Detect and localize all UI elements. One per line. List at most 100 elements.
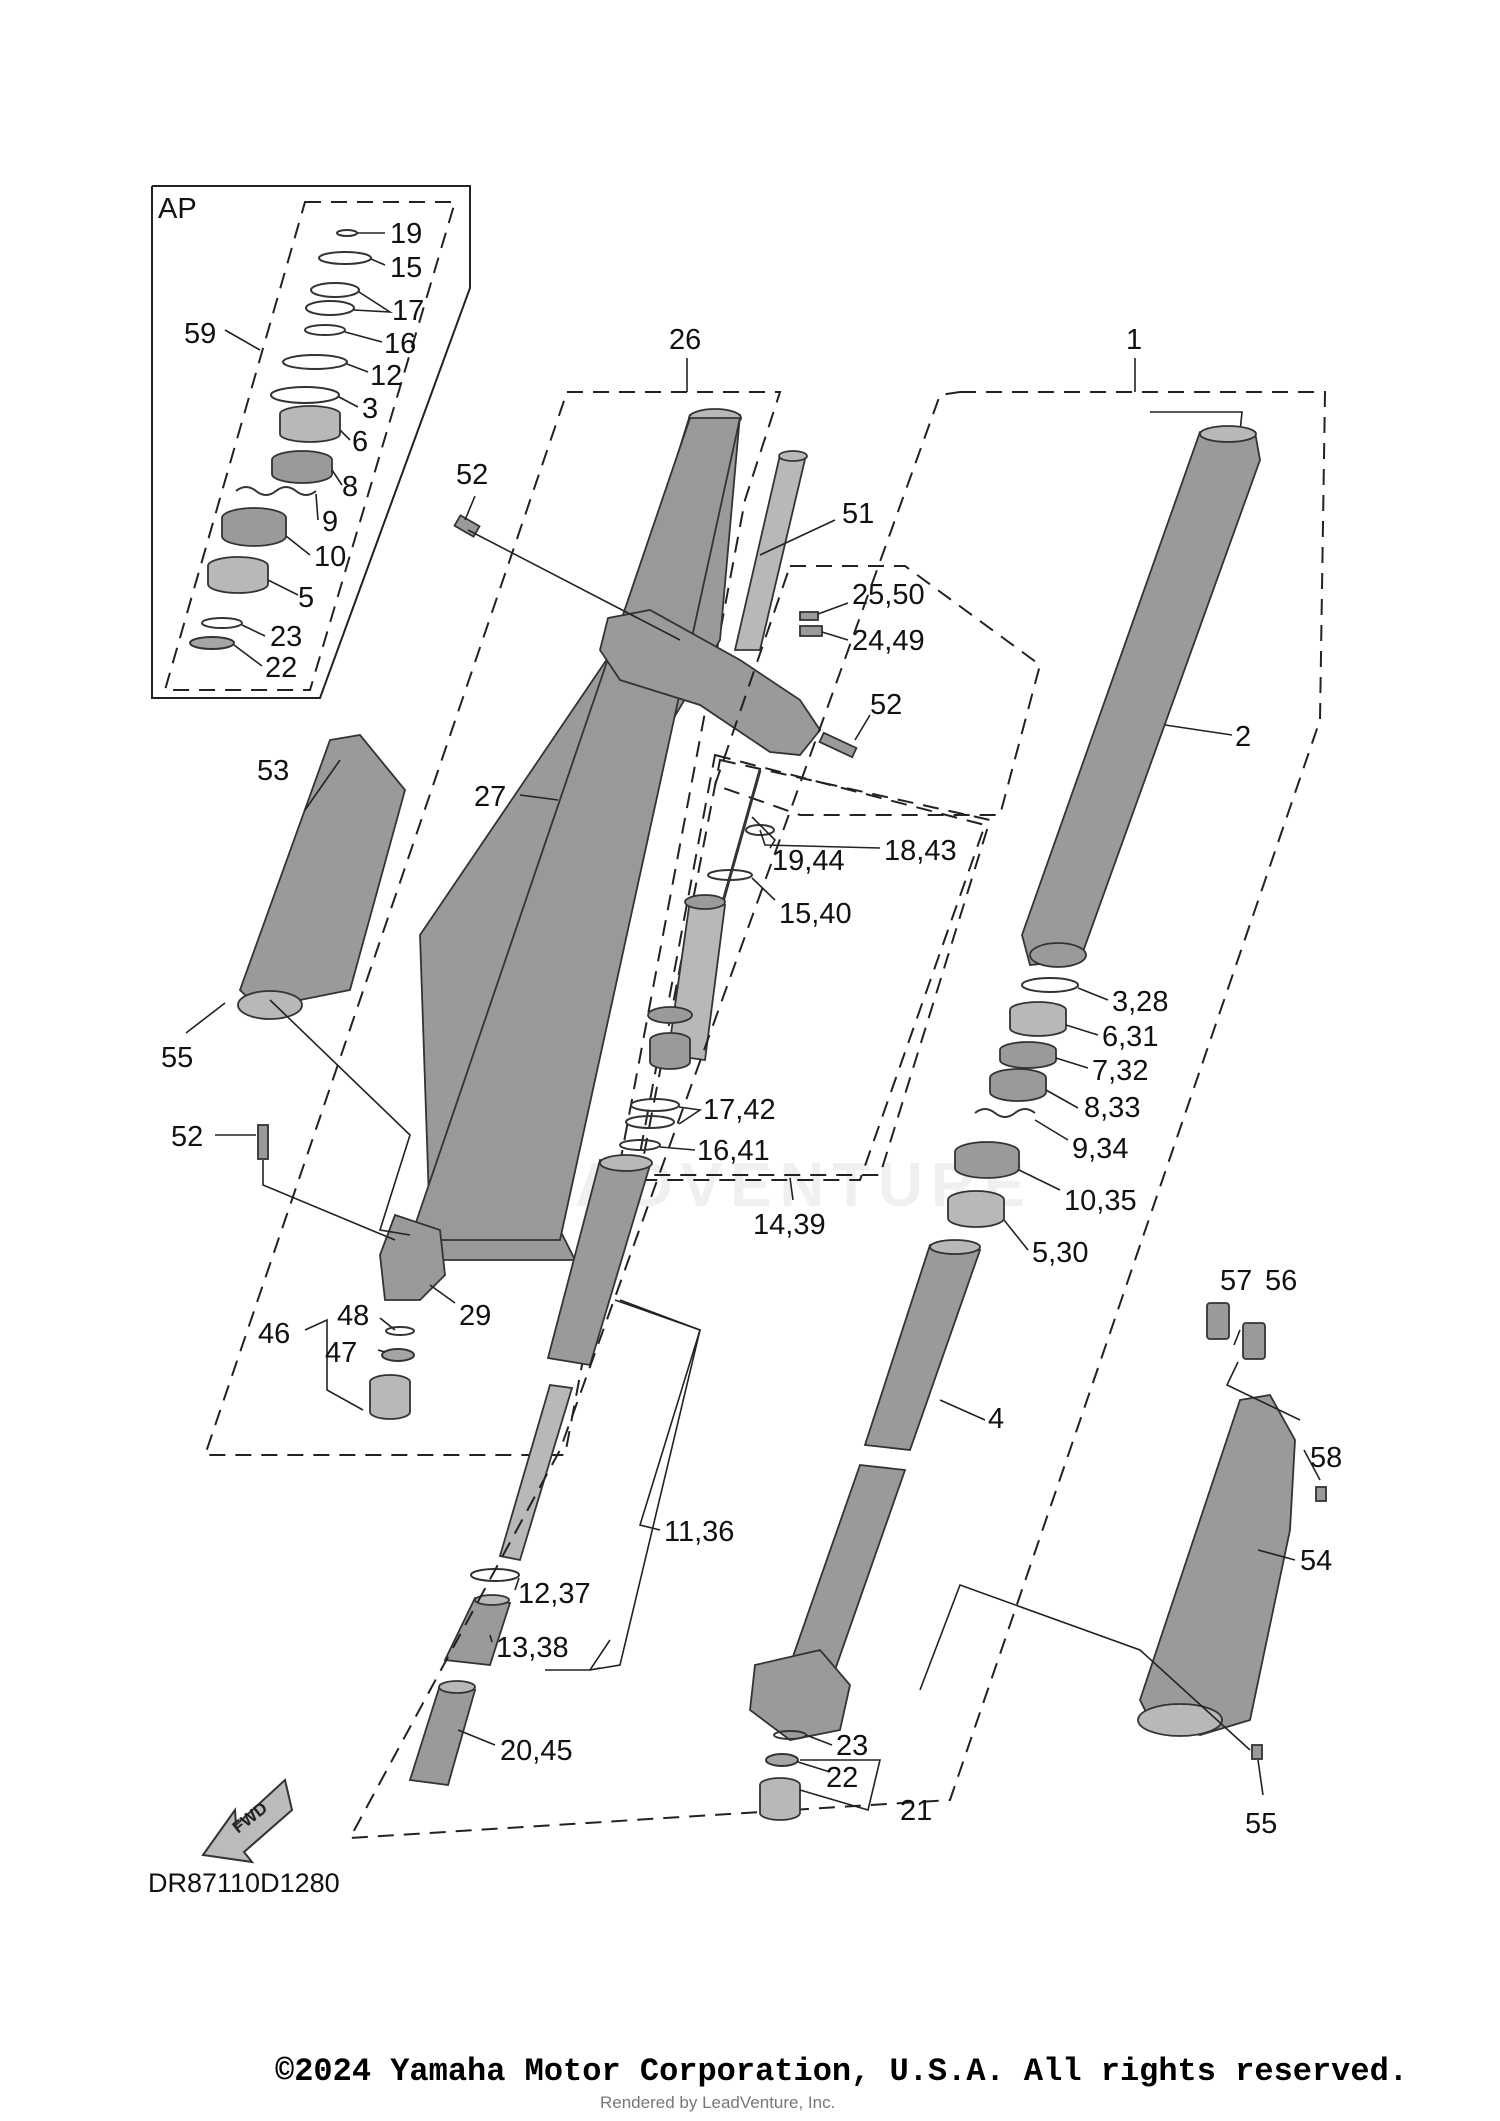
collar-46 xyxy=(369,1374,411,1420)
callout-59: 59 xyxy=(184,318,216,350)
guard-53-bottom xyxy=(237,990,303,1020)
leader xyxy=(370,258,386,266)
leader xyxy=(331,469,343,486)
fork-guard-54 xyxy=(1139,1394,1296,1736)
callout-19: 19 xyxy=(390,218,422,250)
callout-22: 22 xyxy=(265,652,297,684)
leader xyxy=(1225,1361,1301,1421)
leader xyxy=(919,1583,1251,1751)
ap-label: AP xyxy=(158,193,197,225)
callout-52-top: 52 xyxy=(456,459,488,491)
leader xyxy=(1065,1024,1099,1036)
callout-46: 46 xyxy=(258,1318,290,1350)
callout-9: 9 xyxy=(322,506,338,538)
ap-ring-3 xyxy=(270,386,340,404)
ap-ring-15 xyxy=(318,251,372,265)
leader xyxy=(1034,1119,1069,1141)
leader xyxy=(457,1729,496,1746)
fork-assembly-1: 1 2 3,28 6,31 7,32 8,33 9,34 10,35 5,30 xyxy=(348,324,1327,1840)
leader xyxy=(589,1299,701,1671)
callout-16: 16 xyxy=(384,328,416,360)
guard-54-bottom xyxy=(1137,1703,1223,1737)
lower-bracket xyxy=(599,609,822,756)
leader xyxy=(267,579,299,596)
leader xyxy=(1045,1089,1079,1109)
clamp-57 xyxy=(1206,1302,1230,1340)
leader xyxy=(1018,1169,1061,1191)
leader xyxy=(304,759,341,811)
callout-12: 12 xyxy=(370,360,402,392)
callout-7-32: 7,32 xyxy=(1092,1055,1148,1087)
callout-20-45: 20,45 xyxy=(500,1735,573,1767)
inner-tube-4 xyxy=(863,1244,982,1451)
clamp-56 xyxy=(1242,1322,1266,1360)
leader xyxy=(285,535,311,556)
ap-ring-17a xyxy=(310,282,360,298)
callout-3: 3 xyxy=(362,393,378,425)
cartridge-rod xyxy=(498,1384,574,1562)
inner-tube-4-lower xyxy=(788,1464,907,1671)
leader xyxy=(1077,987,1109,1001)
callout-10-35: 10,35 xyxy=(1064,1185,1137,1217)
washer-22-lower xyxy=(765,1753,799,1767)
spring-20-45 xyxy=(408,1684,477,1786)
ring-15-40 xyxy=(707,869,753,881)
cartridge-tube-top xyxy=(599,1154,653,1172)
ap-ring-16 xyxy=(304,324,346,336)
bushing-5-30 xyxy=(947,1190,1005,1228)
group-1-outline xyxy=(348,391,1327,1840)
callout-56: 56 xyxy=(1265,1265,1297,1297)
leader xyxy=(817,602,849,615)
fwd-arrow-icon xyxy=(201,1778,294,1864)
axle-holder-29 xyxy=(379,1213,446,1301)
pinch-bolt-52a xyxy=(453,514,481,538)
callout-55-left: 55 xyxy=(161,1042,193,1074)
callout-15: 15 xyxy=(390,252,422,284)
leader xyxy=(805,1734,833,1746)
callout-23: 23 xyxy=(270,621,302,653)
outer-tube-2-top xyxy=(1199,425,1257,443)
fork-guard-53 xyxy=(238,734,406,1011)
axle-bracket xyxy=(749,1649,851,1741)
leader xyxy=(854,714,871,741)
callout-19-44: 19,44 xyxy=(772,845,845,877)
leader xyxy=(751,816,777,849)
callout-24-49: 24,49 xyxy=(852,625,925,657)
diagram-code: DR87110D1280 xyxy=(148,1868,340,1898)
callout-9-34: 9,34 xyxy=(1072,1133,1128,1165)
leader xyxy=(678,1106,703,1125)
damper-top xyxy=(684,894,726,910)
callout-52-left: 52 xyxy=(171,1121,203,1153)
callout-17-42: 17,42 xyxy=(703,1094,776,1126)
leader xyxy=(1257,1549,1296,1561)
ring-17-42a xyxy=(630,1098,680,1112)
washer-47 xyxy=(381,1348,415,1362)
spring-top xyxy=(438,1680,476,1694)
callout-27: 27 xyxy=(474,781,506,813)
ap-ring-23 xyxy=(201,617,243,629)
callout-14-39: 14,39 xyxy=(753,1209,826,1241)
inner-tube-4-top xyxy=(929,1239,981,1255)
ap-kit-box: AP 19 15 17 16 12 3 xyxy=(151,185,471,699)
leader xyxy=(619,1299,701,1531)
callout-3-28: 3,28 xyxy=(1112,986,1168,1018)
leader xyxy=(489,1634,493,1643)
ap-bushing-6 xyxy=(279,405,341,443)
cap-part-25-50 xyxy=(799,611,819,621)
collar-21 xyxy=(759,1777,801,1821)
seal-10-35 xyxy=(954,1141,1020,1179)
fork-guard-54-assembly: 57 56 58 54 55 xyxy=(919,1265,1342,1840)
ap-ring-12 xyxy=(282,354,348,370)
callout-55-right: 55 xyxy=(1245,1808,1277,1840)
callout-5: 5 xyxy=(298,582,314,614)
group-2-outline xyxy=(1150,411,1243,433)
leader xyxy=(545,1639,611,1671)
cartridge-outline-upper xyxy=(713,565,1042,816)
stem-top xyxy=(778,450,808,462)
clip-9-34 xyxy=(974,1108,1036,1118)
leader xyxy=(344,331,383,343)
callout-15-40: 15,40 xyxy=(779,898,852,930)
ap-seal-10 xyxy=(221,507,287,547)
ring-48 xyxy=(385,1326,415,1336)
